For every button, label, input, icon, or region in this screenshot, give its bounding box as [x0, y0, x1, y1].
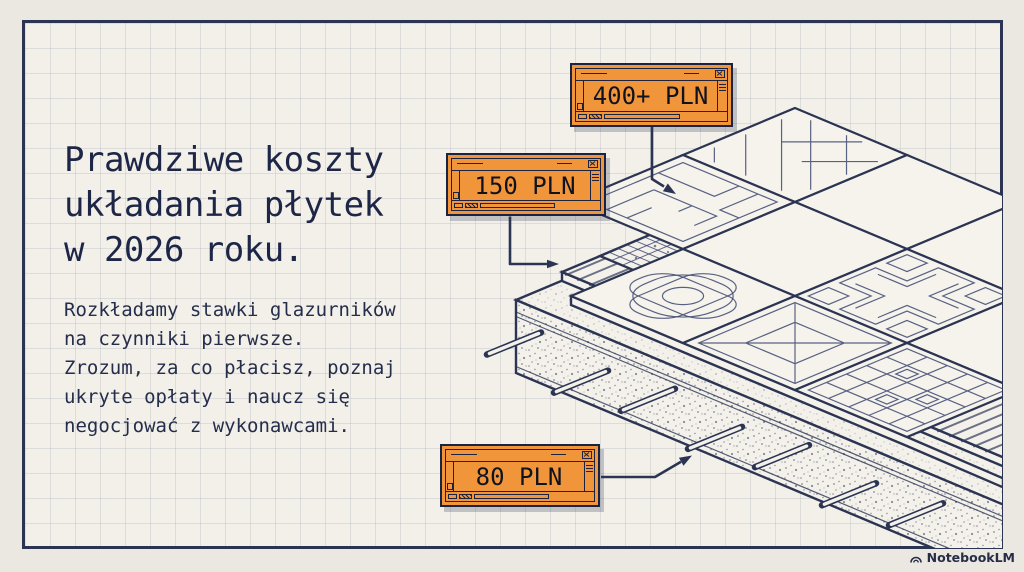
title-bar-dash — [457, 163, 483, 164]
window-inner-frame: 150 PLN — [451, 158, 601, 211]
subtitle-line: ukryte opłaty i naucz się — [64, 386, 350, 408]
subtitle-line: Rozkładamy stawki glazurników — [64, 299, 396, 321]
price-window-tiles: 400+ PLN — [570, 63, 733, 127]
window-left-strip — [452, 171, 460, 200]
window-left-strip — [446, 462, 454, 491]
page-title: Prawdziwe koszty układania płytek w 2026… — [64, 138, 384, 273]
close-icon — [715, 70, 725, 78]
window-title-bar — [452, 159, 600, 171]
window-inner-frame: 400+ PLN — [575, 68, 728, 122]
left-strip-box — [447, 483, 453, 490]
price-window-screed: 80 PLN — [440, 444, 600, 507]
title-bar-dash — [684, 73, 699, 74]
page-subtitle: Rozkładamy stawki glazurników na czynnik… — [64, 296, 396, 441]
price-value: 150 PLN — [474, 171, 576, 200]
title-bar-dash — [581, 73, 607, 74]
window-status-bar — [576, 111, 727, 121]
window-status-bar — [452, 200, 600, 210]
close-icon — [582, 451, 592, 459]
price-window-adhesive: 150 PLN — [446, 153, 606, 216]
title-line: w 2026 roku. — [64, 230, 304, 270]
window-left-strip — [576, 81, 584, 111]
footer-brand-text: NotebookLM — [926, 550, 1015, 565]
title-bar-dash — [551, 454, 566, 455]
close-icon — [588, 160, 598, 168]
footer-brand: NotebookLM — [909, 550, 1015, 565]
window-status-bar — [446, 491, 594, 501]
notebooklm-logo-icon — [909, 556, 922, 563]
left-strip-box — [453, 192, 459, 199]
window-scrollbar — [717, 81, 727, 111]
subtitle-line: na czynniki pierwsze. — [64, 328, 305, 350]
title-bar-dash — [451, 454, 477, 455]
title-line: układania płytek — [64, 185, 384, 225]
window-inner-frame: 80 PLN — [445, 449, 595, 502]
price-value: 80 PLN — [475, 462, 563, 491]
price-value: 400+ PLN — [592, 82, 709, 110]
left-strip-box — [577, 103, 583, 110]
title-bar-dash — [557, 163, 572, 164]
window-scrollbar — [584, 462, 594, 491]
title-line: Prawdziwe koszty — [64, 140, 384, 180]
window-title-bar — [446, 450, 594, 462]
subtitle-line: Zrozum, za co płacisz, poznaj — [64, 357, 396, 379]
window-scrollbar — [590, 171, 600, 200]
subtitle-line: negocjować z wykonawcami. — [64, 415, 350, 437]
window-title-bar — [576, 69, 727, 81]
